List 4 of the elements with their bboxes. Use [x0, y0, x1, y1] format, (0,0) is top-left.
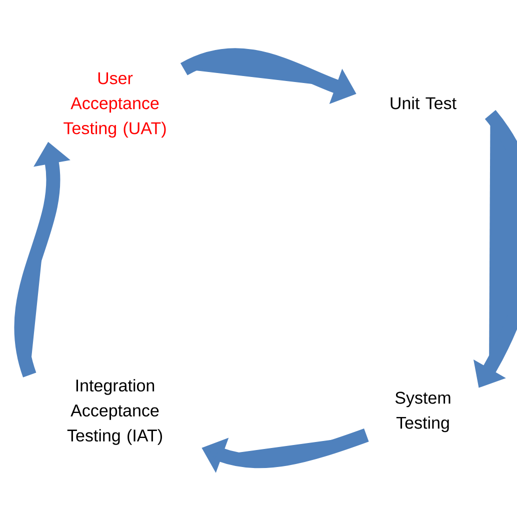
stage-label: System Testing — [395, 392, 450, 432]
stage-label: Unit Test — [390, 96, 456, 110]
stage-label: User Acceptance Testing (UAT) — [64, 72, 166, 138]
stage-label: Integration Acceptance Testing (IAT) — [67, 379, 162, 445]
